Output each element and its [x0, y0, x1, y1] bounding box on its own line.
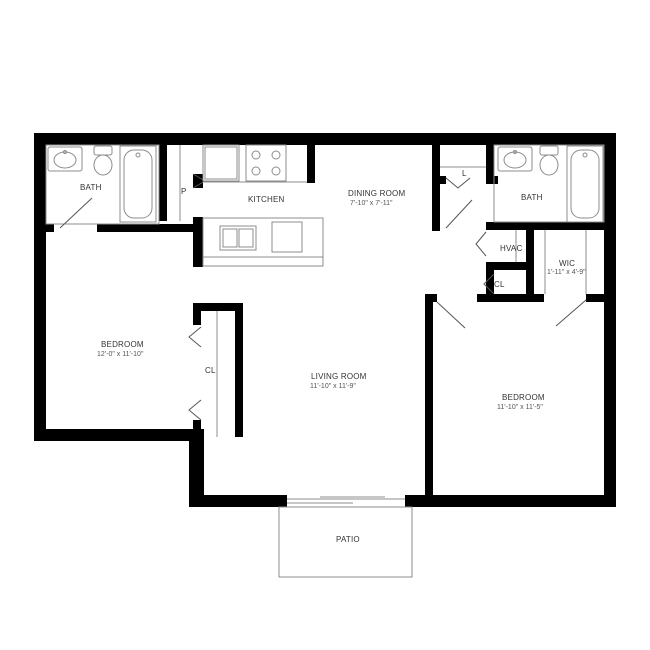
wic-label: WIC	[559, 259, 575, 268]
hvac-label: HVAC	[500, 244, 522, 253]
bedroom-right-size: 11'-10" x 11'-5"	[497, 404, 543, 411]
bedroom-right-door[interactable]	[436, 301, 466, 329]
bath-right-label: BATH	[521, 193, 543, 202]
laundry-label: L	[462, 169, 467, 178]
pantry-area	[179, 145, 206, 221]
sliding-door[interactable]	[287, 496, 405, 504]
bath-left-label: BATH	[80, 183, 102, 192]
patio-label: PATIO	[336, 535, 360, 544]
bedroom-left-label: BEDROOM	[101, 340, 144, 349]
wic-size: 1'-11" x 4'-9"	[547, 269, 586, 276]
walls	[34, 133, 616, 507]
closet-left-label: CL	[205, 366, 216, 375]
closet-small-label: CL	[494, 280, 505, 289]
pantry-label: P	[181, 187, 187, 196]
bath-left-door[interactable]	[59, 197, 93, 229]
living-size: 11'-10" x 11'-9"	[310, 383, 356, 390]
dining-label: DINING ROOM	[348, 189, 405, 198]
bedroom-right-label: BEDROOM	[502, 393, 545, 402]
closet-left-area	[188, 311, 218, 437]
bath-right-fixtures	[493, 144, 605, 223]
laundry-area	[440, 166, 486, 229]
patio-outline	[278, 506, 413, 578]
kitchen-fixtures	[202, 144, 324, 267]
living-label: LIVING ROOM	[311, 372, 367, 381]
kitchen-label: KITCHEN	[248, 195, 285, 204]
bath-left-fixtures	[45, 144, 160, 225]
hvac-area	[475, 230, 517, 295]
bedroom-left-size: 12'-0" x 11'-10"	[97, 351, 144, 358]
dining-size: 7'-10" x 7'-11"	[350, 200, 393, 207]
wic-area	[544, 230, 587, 327]
